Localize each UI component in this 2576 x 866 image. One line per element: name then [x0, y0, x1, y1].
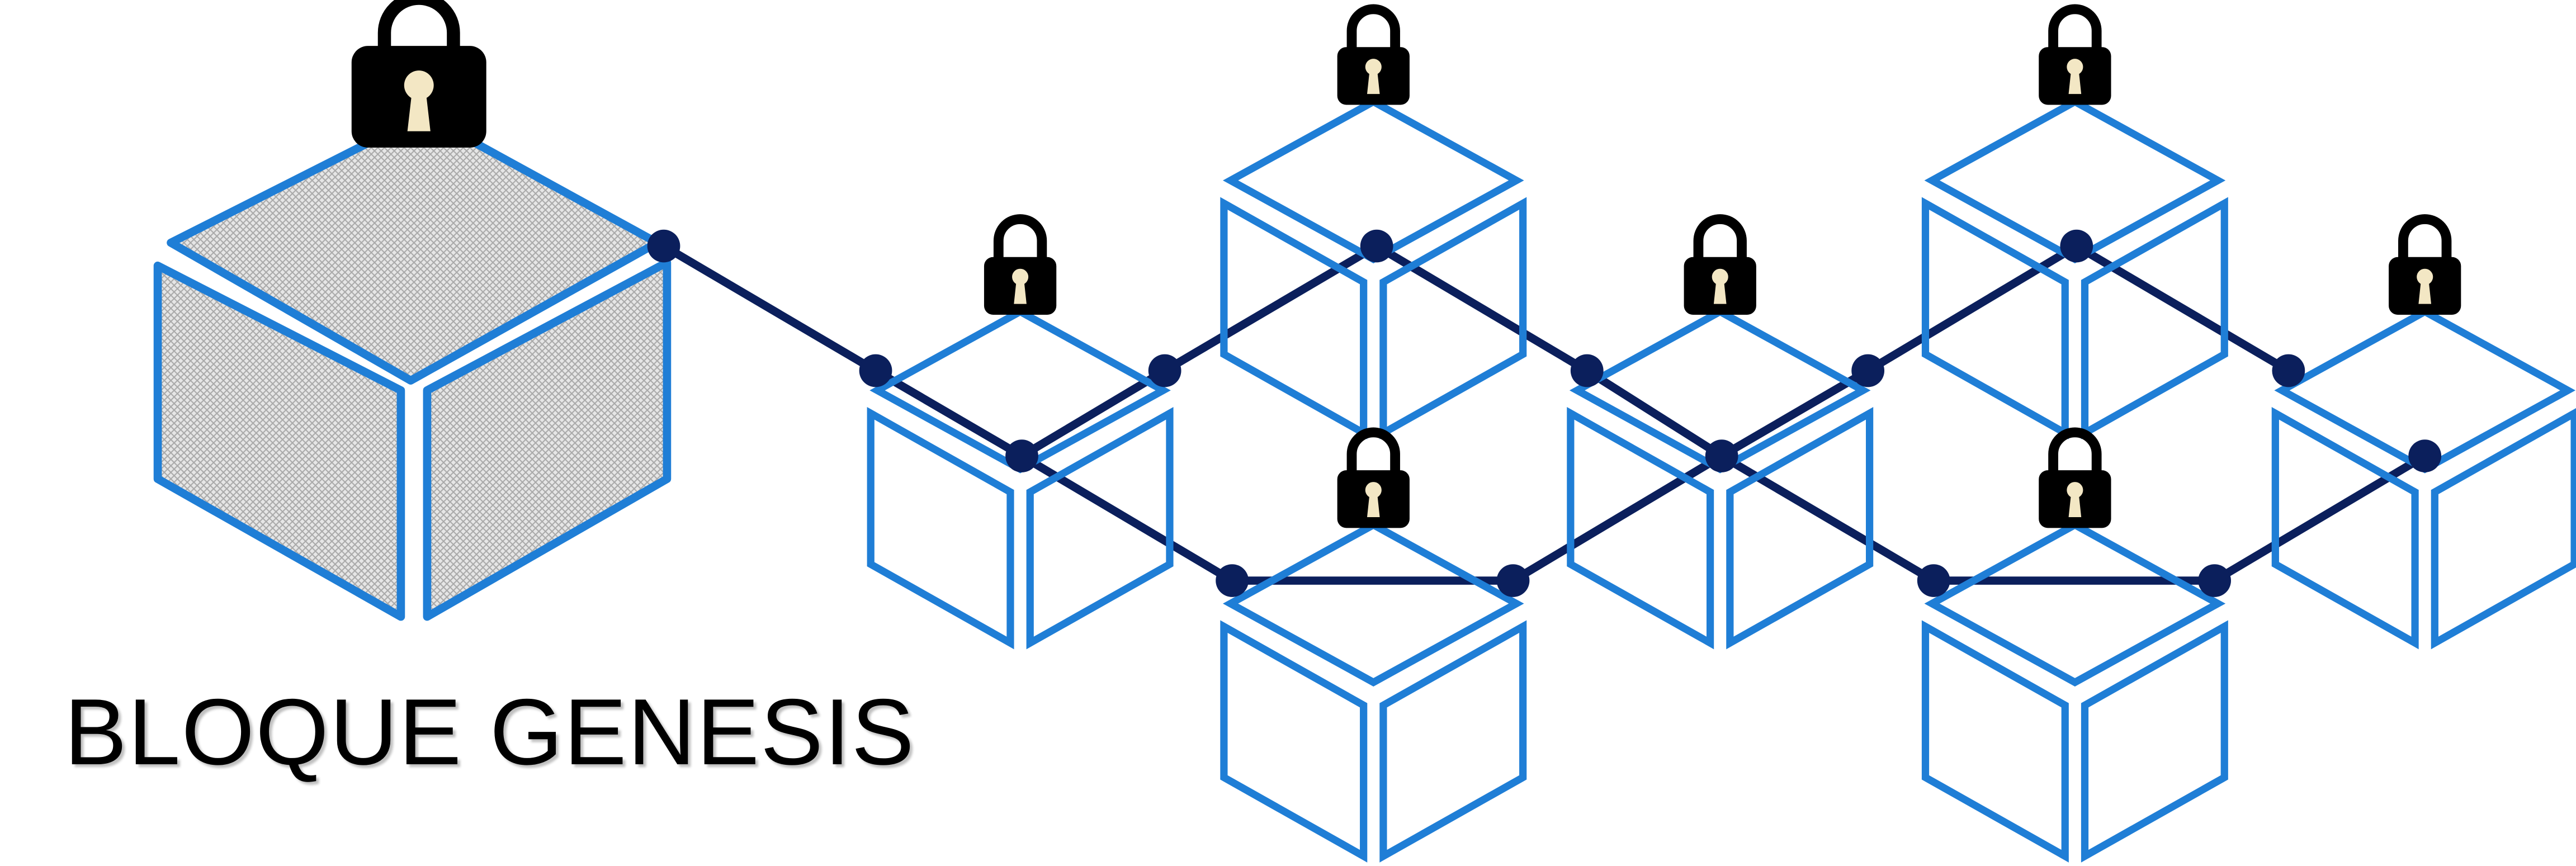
cube-icon: [1921, 97, 2228, 439]
chain-node-icon: [1705, 439, 1738, 472]
chain-link: [659, 242, 880, 375]
chain-node-icon: [1917, 564, 1950, 597]
padlock-icon: [351, 0, 486, 148]
chain-link: [1018, 366, 1169, 460]
chain-links: [659, 242, 2430, 585]
padlock-icon: [1337, 4, 1410, 105]
padlock-icon: [1337, 427, 1410, 528]
cube-icon: [1220, 97, 1527, 439]
chain-link: [1582, 366, 1726, 460]
chain-nodes: [647, 229, 2442, 597]
padlock-icon: [984, 214, 1057, 315]
chain-node-icon: [859, 354, 892, 387]
padlock-icon: [2039, 427, 2111, 528]
block-locks: [984, 4, 2461, 528]
chain-node-icon: [1148, 354, 1181, 387]
padlock-icon: [2039, 4, 2111, 105]
chain-link: [2210, 452, 2430, 585]
cube-icon: [2271, 307, 2576, 650]
cube-icon: [867, 307, 1174, 650]
chain-link: [1160, 242, 1381, 375]
chain-node-icon: [2060, 229, 2093, 263]
cube-icon: [1921, 520, 2228, 863]
padlock-icon: [1684, 214, 1756, 315]
genesis-block: [153, 0, 672, 621]
chain-node-icon: [1216, 564, 1249, 597]
padlock-icon: [2389, 214, 2461, 315]
chain-node-icon: [2198, 564, 2231, 597]
chain-link: [1864, 242, 2081, 375]
chain-node-icon: [2408, 439, 2442, 472]
chain-node-icon: [1570, 354, 1604, 387]
chain-node-icon: [1005, 439, 1038, 472]
genesis-caption: BLOQUE GENESIS: [64, 679, 915, 784]
chain-node-icon: [2272, 354, 2305, 387]
chain-node-icon: [1851, 354, 1885, 387]
cube-icon: [1220, 520, 1527, 863]
chain-node-icon: [647, 229, 680, 263]
chain-link: [1509, 452, 1726, 585]
chain-link: [871, 366, 1026, 460]
chain-node-icon: [1496, 564, 1530, 597]
chain-link: [1717, 366, 1873, 460]
chain-node-icon: [1360, 229, 1393, 263]
cube-icon: [1567, 307, 1874, 650]
